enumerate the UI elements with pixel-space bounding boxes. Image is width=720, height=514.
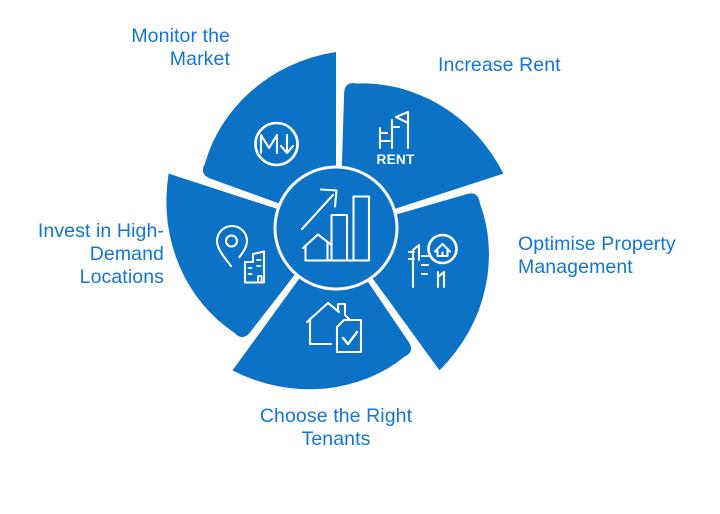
rent-icon-label: RENT: [377, 152, 416, 167]
label-line: Market: [169, 48, 230, 70]
label-line: Optimise Property: [518, 233, 676, 255]
blade-invest-locations: [166, 173, 297, 338]
label-optimise-property: Optimise Property Management: [518, 233, 698, 279]
location-building-icon: [215, 224, 266, 284]
label-monitor-market: Monitor the Market: [95, 25, 230, 71]
label-line: Tenants: [301, 428, 371, 450]
label-line: Locations: [79, 266, 164, 288]
label-line: Monitor the: [131, 25, 230, 47]
market-monitor-icon: [254, 121, 299, 167]
label-line: Invest in High-: [37, 220, 164, 242]
rent-building-icon: RENT: [377, 110, 416, 167]
label-line: Increase Rent: [438, 54, 561, 76]
label-choose-tenants: Choose the Right Tenants: [236, 405, 436, 451]
house-checklist-icon: [305, 301, 363, 354]
blade-increase-rent: [341, 83, 504, 211]
label-line: Choose the Right: [259, 405, 413, 427]
label-line: Management: [518, 256, 633, 278]
property-growth-chart-icon: [300, 188, 371, 262]
property-management-icon: [407, 233, 458, 289]
blade-optimise-property: [369, 193, 489, 371]
label-increase-rent: Increase Rent: [438, 54, 561, 77]
pinwheel-blades: [166, 52, 504, 390]
blade-choose-tenants: [232, 274, 412, 390]
blade-monitor-market: [202, 52, 336, 205]
center-hub-circle: [273, 165, 399, 291]
label-invest-locations: Invest in High- Demand Locations: [13, 220, 164, 289]
label-line: Demand: [89, 243, 164, 265]
